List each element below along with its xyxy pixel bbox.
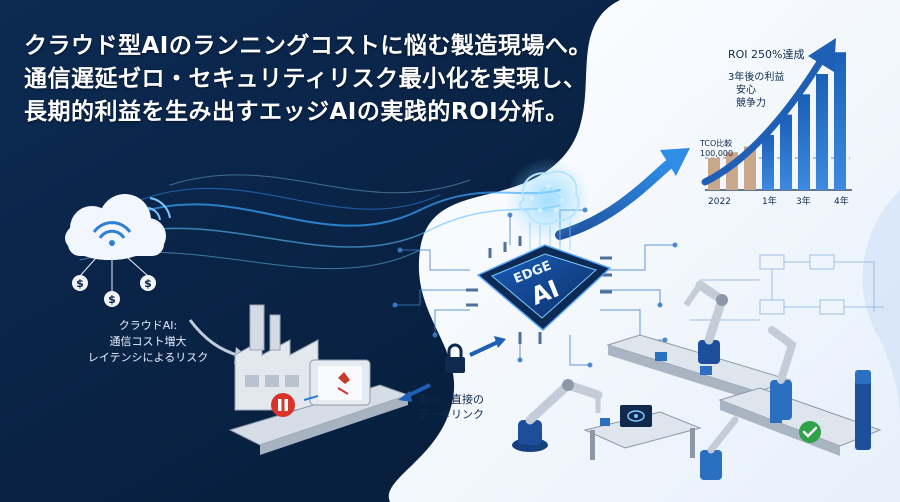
tco-label: TCO比較 [699, 138, 732, 148]
roi-note: 競争力 [736, 96, 766, 109]
cloud-wifi-icon [65, 194, 171, 292]
tick-label: 3年 [796, 195, 811, 207]
blocked-arrow-icon [303, 395, 319, 401]
eye-monitor-icon [627, 410, 645, 422]
robot-arm-bottom [700, 416, 739, 480]
data-link-arrows [398, 336, 506, 402]
roi-title: ROI 250%達成 [728, 48, 805, 61]
bar [816, 74, 828, 190]
bar [798, 94, 810, 190]
tick-label: 4年 [834, 195, 849, 207]
headline-line-2: 通信遅延ゼロ・セキュリティリスク最小化を実現し、 [24, 66, 587, 92]
lock-icon [445, 343, 465, 373]
svg-text:$: $ [108, 293, 116, 306]
blue-tower-right [855, 370, 871, 450]
flowchart-lines [690, 254, 884, 321]
tco-value: 100,000 [700, 149, 733, 158]
svg-text:$: $ [144, 277, 152, 290]
cloud-caption-line-1: クラウドAI: [118, 319, 178, 332]
currency-icons: $ $ $ [72, 275, 156, 307]
cloud-caption-line-3: レイテンシによるリスク [87, 351, 209, 364]
headline-line-3: 長期的利益を生み出すエッジAIの実践的ROI分析。 [24, 99, 569, 125]
cloud-caption: クラウドAI: 通信コスト増大 レイテンシによるリスク [48, 318, 248, 366]
tick-label: 1年 [762, 195, 777, 207]
edge-ai-chip: EDGE AI [466, 236, 612, 344]
inspection-desk [583, 405, 702, 460]
headline-line-1: クラウド型AIのランニングコストに悩む製造現場へ。 [24, 33, 592, 59]
roi-chart-text: ROI 250%達成 3年後の利益 安心 競争力 TCO比較 100,000 [699, 48, 805, 158]
cloud-caption-line-2: 通信コスト増大 [109, 335, 187, 348]
link-caption-line-1: 安心、直接の [418, 393, 484, 406]
headline: クラウド型AIのランニングコストに悩む製造現場へ。 通信遅延ゼロ・セキュリティリ… [24, 30, 644, 129]
bar [834, 52, 846, 190]
robot-arm-left [512, 379, 603, 452]
stop-icon [271, 393, 295, 417]
tick-label: 2022 [708, 197, 731, 207]
svg-text:$: $ [76, 277, 84, 290]
roi-chart: 2022 1年 3年 4年 [701, 38, 852, 207]
factory-building [234, 304, 319, 411]
check-icon [799, 421, 821, 443]
link-caption: 安心、直接の データリンク [418, 392, 484, 422]
brain-icon [506, 158, 590, 250]
bar [780, 114, 792, 190]
roi-note: 安心 [736, 83, 756, 96]
roi-note: 3年後の利益 [728, 70, 784, 83]
link-caption-line-2: データリンク [418, 408, 484, 421]
robot-arm-right [683, 280, 797, 420]
bar [762, 134, 774, 190]
